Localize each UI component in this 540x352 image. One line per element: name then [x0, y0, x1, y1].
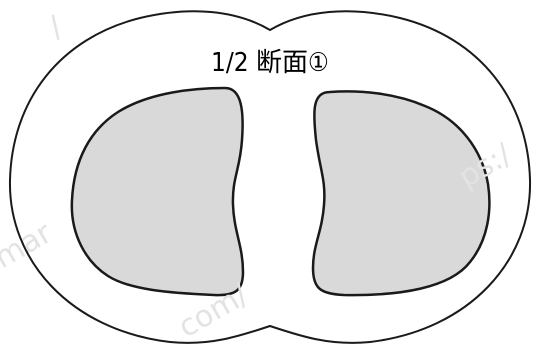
left-inner-region: [70, 86, 245, 297]
right-inner-region: [311, 90, 491, 297]
section-label: 1/2 断面①: [210, 48, 330, 78]
